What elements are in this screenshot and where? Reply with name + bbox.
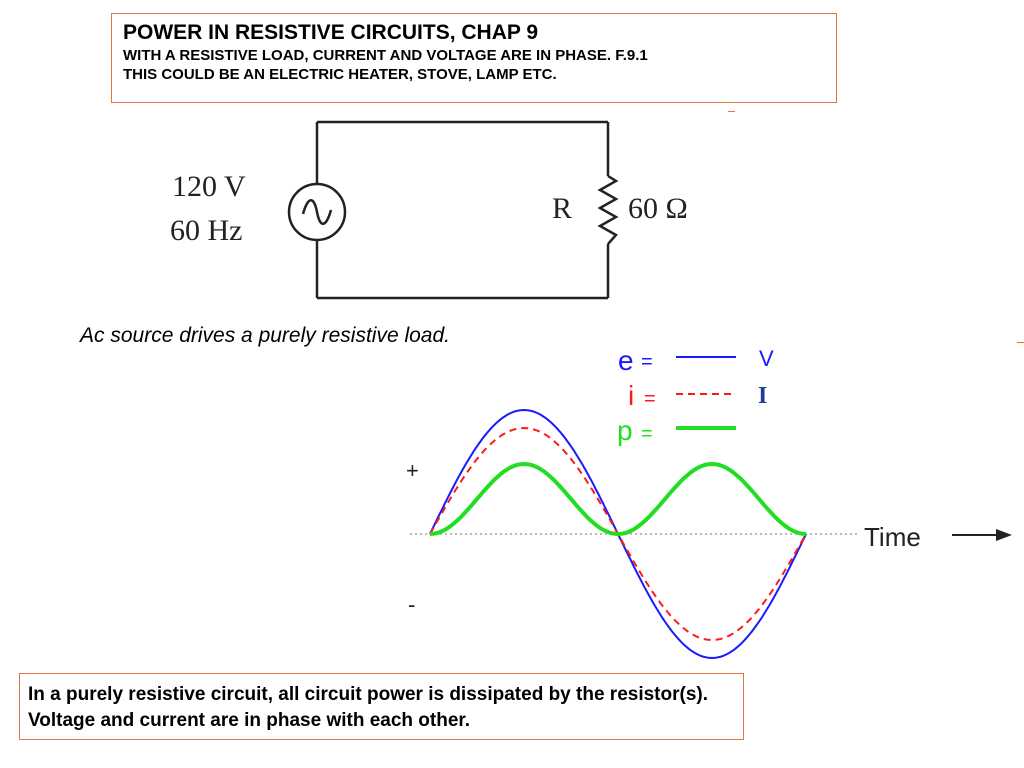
circuit-diagram: 120 V 60 Hz R 60 Ω xyxy=(170,120,688,300)
legend-v-note: V xyxy=(759,346,774,371)
plus-label: + xyxy=(406,458,419,483)
ac-source-icon xyxy=(287,182,347,242)
sine-wave-icon xyxy=(301,199,333,225)
subtitle-line-1: WITH A RESISTIVE LOAD, CURRENT AND VOLTA… xyxy=(123,47,648,64)
resistor-value-label: 60 Ω xyxy=(628,192,688,225)
summary-box: In a purely resistive circuit, all circu… xyxy=(19,673,744,740)
decorative-dash xyxy=(1017,342,1024,343)
legend-i-equals: = xyxy=(644,388,656,410)
waveform-diagram: + - Time e = V i = I p = xyxy=(406,345,1012,660)
legend-e-symbol: e xyxy=(618,345,634,376)
circuit-caption: Ac source drives a purely resistive load… xyxy=(80,324,450,347)
summary-text: In a purely resistive circuit, all circu… xyxy=(28,684,709,731)
time-arrow-head xyxy=(996,529,1012,541)
legend-e-equals: = xyxy=(641,351,653,373)
resistor-icon xyxy=(597,174,619,245)
title-box: POWER IN RESISTIVE CIRCUITS, CHAP 9 WITH… xyxy=(111,13,837,103)
legend: e = V i = I p = xyxy=(617,345,774,446)
subtitle-line-2: THIS COULD BE AN ELECTRIC HEATER, STOVE,… xyxy=(123,66,557,83)
source-frequency-label: 60 Hz xyxy=(170,214,242,247)
slide-title: POWER IN RESISTIVE CIRCUITS, CHAP 9 xyxy=(123,21,539,44)
minus-label: - xyxy=(408,592,415,617)
resistor-label: R xyxy=(552,192,572,225)
legend-p-symbol: p xyxy=(617,415,633,446)
legend-p-equals: = xyxy=(641,423,653,445)
legend-i-note: I xyxy=(758,383,767,409)
source-voltage-label: 120 V xyxy=(172,170,246,203)
legend-i-symbol: i xyxy=(628,380,634,411)
power-curve xyxy=(429,461,807,537)
decorative-dash xyxy=(728,111,735,112)
time-label: Time xyxy=(864,522,921,552)
